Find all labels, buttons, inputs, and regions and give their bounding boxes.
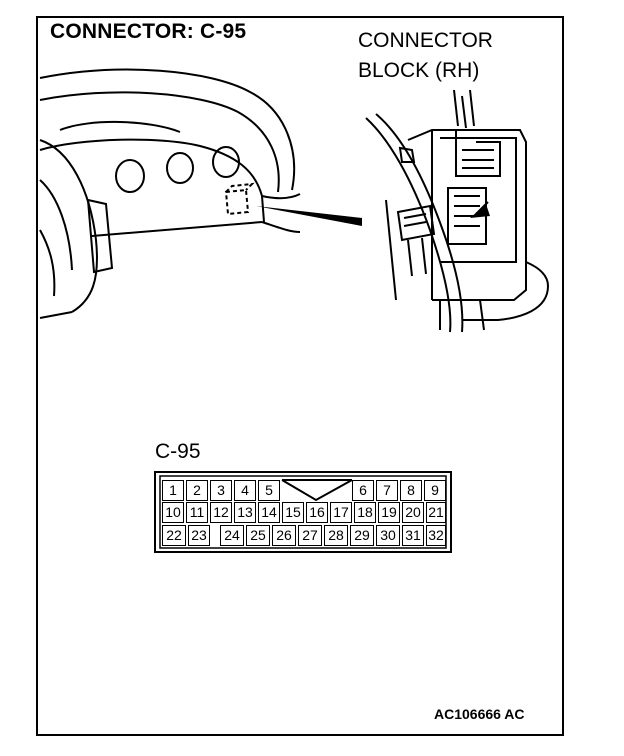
pin-23: 23 <box>188 525 210 546</box>
pin-18: 18 <box>354 502 376 523</box>
pin-24: 24 <box>220 525 244 546</box>
pin-22: 22 <box>162 525 186 546</box>
pin-20: 20 <box>402 502 424 523</box>
pin-10: 10 <box>162 502 184 523</box>
pin-7: 7 <box>376 480 398 501</box>
pin-25: 25 <box>246 525 270 546</box>
pin-29: 29 <box>350 525 374 546</box>
pin-9: 9 <box>424 480 446 501</box>
pin-15: 15 <box>282 502 304 523</box>
pin-12: 12 <box>210 502 232 523</box>
pin-19: 19 <box>378 502 400 523</box>
reference-code: AC106666 AC <box>434 706 525 722</box>
pin-26: 26 <box>272 525 296 546</box>
diagram-title: CONNECTOR: C-95 <box>50 20 247 43</box>
pin-5: 5 <box>258 480 280 501</box>
pin-31: 31 <box>402 525 424 546</box>
connector-block-label-line1: CONNECTOR <box>358 29 493 52</box>
pin-2: 2 <box>186 480 208 501</box>
pin-17: 17 <box>330 502 352 523</box>
pin-16: 16 <box>306 502 328 523</box>
connector-id-label: C-95 <box>155 440 201 463</box>
pin-11: 11 <box>186 502 208 523</box>
pin-1: 1 <box>162 480 184 501</box>
pin-14: 14 <box>258 502 280 523</box>
connector-block-label: CONNECTOR BLOCK (RH) <box>358 26 493 86</box>
pin-28: 28 <box>324 525 348 546</box>
pin-6: 6 <box>352 480 374 501</box>
pin-4: 4 <box>234 480 256 501</box>
pin-3: 3 <box>210 480 232 501</box>
pin-32: 32 <box>426 525 446 546</box>
pin-21: 21 <box>426 502 446 523</box>
pin-8: 8 <box>400 480 422 501</box>
connector-block-label-line2: BLOCK (RH) <box>358 59 480 82</box>
pin-13: 13 <box>234 502 256 523</box>
pin-30: 30 <box>376 525 400 546</box>
pin-27: 27 <box>298 525 322 546</box>
diagram-frame <box>36 16 564 736</box>
